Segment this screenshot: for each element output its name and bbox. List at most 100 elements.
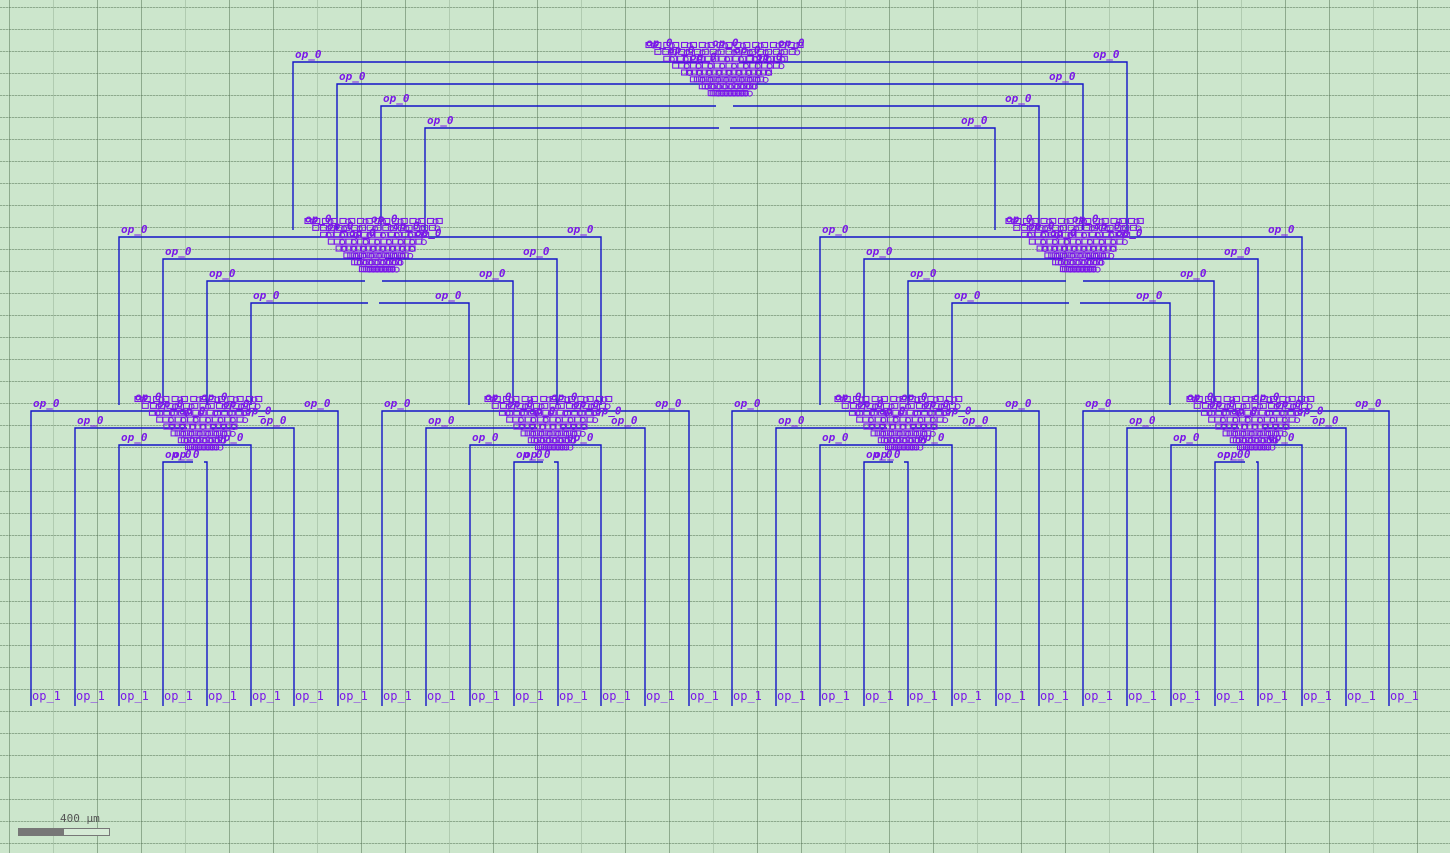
pin-shape [382,252,390,259]
pin-via [362,218,369,225]
pin-shape [725,41,733,49]
pin-via [650,42,658,49]
scale-bar-label: 400 µm [60,812,100,825]
cell-pin-label: op_0 [529,405,556,418]
pin-shape [1232,395,1240,403]
branch-wire [1080,302,1171,405]
branch-wire [513,461,543,706]
pin-via [1281,430,1288,437]
branch-wire [469,444,540,706]
pin-shape [725,55,733,62]
buffer-cluster: op_0op_0op_0op_0op_0op_0 [834,391,972,451]
pin-via [794,49,801,56]
net-label-op0: op_0 [961,114,988,127]
pin-shape [1041,231,1049,238]
pin-shape [858,402,866,409]
output-pin-label-op1: op_1 [208,689,237,703]
branch-wire [382,280,514,405]
pin-shape [541,402,549,409]
pin-shape [559,423,567,430]
net-label-op0: op_0 [1129,414,1156,427]
pin-shape [242,409,250,416]
pin-via [407,252,414,259]
pin-via [1210,396,1217,403]
pin-shape [1214,395,1222,403]
pin-shape [549,423,557,430]
pin-shape [326,231,334,238]
branch-wire [379,302,470,405]
pin-via [229,430,236,437]
branch-wire [1170,444,1242,706]
pin-shape [358,266,366,273]
net-label-op0: op_0 [339,70,366,83]
pin-shape [717,48,725,55]
pin-shape [715,69,723,76]
pin-shape [725,69,733,76]
pin-shape [1066,217,1074,225]
pin-shape [924,402,932,409]
pin-shape [737,76,745,83]
pin-shape [1014,217,1022,225]
pin-shape [1282,423,1290,430]
pin-shape [1031,217,1039,225]
pin-shape [366,252,374,259]
pin-via [914,396,921,403]
output-pin-label-op1: op_1 [1347,689,1376,703]
net-label-op0: op_0 [479,267,506,280]
pin-shape [236,395,244,403]
net-label-op0: op_0 [822,223,849,236]
net-label-op0: op_0 [1005,397,1032,410]
pin-shape [1080,245,1088,252]
pin-shape [856,416,864,423]
pin-shape [909,423,917,430]
pin-shape [330,217,338,225]
pin-shape [178,430,186,437]
pin-shape [685,69,694,76]
cell-pin-label: op_0 [1231,405,1258,418]
branch-wire [1083,280,1215,405]
branch-wire [557,444,602,706]
buffer-cluster: op_0op_0op_0op_0op_0op_0 [304,213,443,273]
pin-shape [1288,395,1296,403]
pin-shape [220,430,228,437]
pin-shape [195,430,203,437]
pin-shape [1195,395,1203,403]
output-pin-label-op1: op_1 [1303,689,1332,703]
pin-shape [1049,217,1057,225]
pin-shape [189,423,197,430]
pin-shape [209,423,217,430]
pin-shape [343,252,351,259]
pin-shape [1292,402,1300,409]
buffer-cluster: op_0op_0op_0op_0op_0op_0 [484,391,622,451]
pin-via [1115,218,1123,225]
pin-shape [670,55,678,62]
pin-shape [358,224,366,231]
net-label-op0: op_0 [516,448,543,461]
branch-wire [1256,461,1259,706]
net-label-op0: op_0 [962,414,989,427]
cell-pin-label: op_0 [1297,405,1324,418]
pin-shape [421,224,429,231]
pin-shape [1226,402,1234,409]
net-label-op0: op_0 [295,48,322,61]
pin-via [508,396,515,403]
output-pin-label-op1: op_1 [821,689,850,703]
pin-shape [749,83,757,90]
pin-shape [695,69,703,76]
pin-shape [255,395,263,403]
output-pin-label-op1: op_1 [120,689,149,703]
net-label-op0: op_0 [304,397,331,410]
pin-shape [350,245,358,252]
pin-shape [1013,224,1021,231]
cell-pin-label: op_0 [756,51,783,64]
pin-shape [327,224,335,231]
cell-pin-label: op_0 [573,398,600,411]
net-label-op0: op_0 [734,397,761,410]
net-label-op0: op_0 [1355,397,1382,410]
branch-wire [910,427,997,706]
cell-pin-label: op_0 [712,37,739,50]
net-label-op0: op_0 [874,448,901,461]
pin-shape [1095,231,1103,238]
